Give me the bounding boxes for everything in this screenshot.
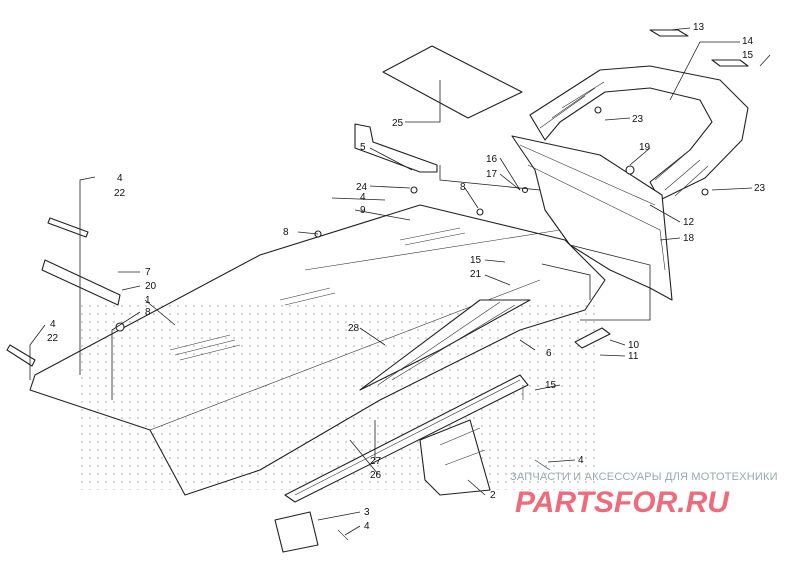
rear-grab-bar	[529, 29, 749, 201]
callout-2: 2	[490, 490, 496, 501]
callout-20: 20	[145, 281, 157, 292]
pad	[574, 327, 611, 349]
callout-11: 11	[628, 351, 639, 362]
callout-9: 9	[360, 205, 366, 216]
callout-22: 22	[47, 333, 59, 344]
callout-8: 8	[283, 227, 289, 238]
callout-28: 28	[348, 323, 360, 334]
callout-4: 4	[578, 455, 584, 466]
running-board	[284, 299, 531, 503]
callout-4: 4	[117, 173, 123, 184]
callout-21: 21	[470, 269, 482, 280]
callout-4: 4	[364, 521, 370, 532]
callout-22: 22	[114, 188, 126, 199]
callout-15: 15	[470, 255, 482, 266]
callout-19: 19	[639, 142, 651, 153]
callout-27: 27	[370, 456, 382, 467]
callout-13: 13	[693, 22, 705, 33]
callout-labels: 13 14 15 25 23 19 16 17 5 24 8 4 9 23 12…	[47, 22, 766, 532]
callout-23: 23	[754, 183, 766, 194]
callout-4: 4	[50, 319, 56, 330]
callout-7: 7	[145, 267, 151, 278]
seat-mat	[382, 45, 523, 119]
callout-8: 8	[145, 307, 151, 318]
callout-26: 26	[370, 470, 382, 481]
callout-15: 15	[545, 380, 557, 391]
callout-15: 15	[742, 50, 754, 61]
callout-3: 3	[364, 507, 370, 518]
callout-24: 24	[356, 182, 368, 193]
watermark: ЗАПЧАСТИ И АКСЕССУАРЫ ДЛЯ МОТОТЕХНИКИ PA…	[510, 471, 778, 519]
callout-18: 18	[683, 233, 695, 244]
plate	[274, 511, 319, 553]
callout-16: 16	[486, 154, 498, 165]
callout-8: 8	[460, 182, 466, 193]
cover-strip	[354, 123, 438, 173]
callout-23: 23	[632, 114, 644, 125]
strap-left	[6, 217, 121, 367]
leader-lines	[29, 27, 771, 536]
callout-10: 10	[628, 340, 640, 351]
callout-1: 1	[145, 295, 151, 306]
callout-14: 14	[742, 36, 754, 47]
callout-4: 4	[360, 192, 366, 203]
callout-17: 17	[486, 169, 498, 180]
watermark-logo-text: PARTSFOR.RU	[515, 486, 730, 519]
callout-6: 6	[546, 348, 552, 359]
bracket	[419, 419, 491, 496]
callout-5: 5	[360, 142, 366, 153]
tunnel	[29, 204, 606, 496]
callout-25: 25	[392, 118, 404, 129]
callout-12: 12	[683, 217, 695, 228]
watermark-caption: ЗАПЧАСТИ И АКСЕССУАРЫ ДЛЯ МОТОТЕХНИКИ	[510, 471, 778, 483]
